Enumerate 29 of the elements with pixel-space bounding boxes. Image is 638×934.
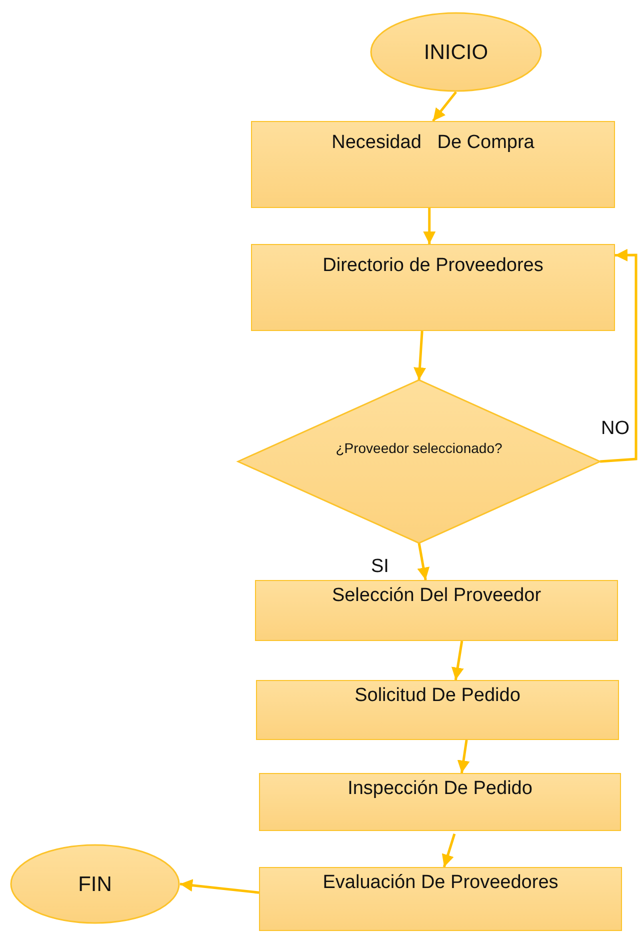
arrow [442,834,456,868]
step-label: Directorio de Proveedores [322,255,544,277]
process-box [251,244,615,331]
arrow [451,640,464,680]
process-box [256,680,619,740]
step-label: INICIO [422,41,490,65]
edge-label: NO [601,418,630,440]
step-label: Evaluación De Proveedores [322,872,560,894]
step-label: Inspección De Pedido [346,778,534,800]
step-label: Selección Del Proveedor [330,585,542,607]
process-box [259,773,621,831]
step-label: FIN [77,873,113,897]
question-text: ¿Proveedor seleccionado? [334,438,504,458]
arrow [457,740,470,774]
terminal-oval [10,844,180,924]
process-box [259,867,622,931]
process-box [255,580,618,641]
arrow [600,248,638,463]
step-label: Necesidad De Compra [330,132,536,154]
step-label: Solicitud De Pedido [354,685,522,707]
terminal-oval [370,12,542,92]
process-box [251,121,615,208]
decision-diamond [238,380,600,543]
arrow [180,879,260,894]
arrow [417,542,430,580]
arrow [414,330,426,380]
arrow [423,208,436,244]
edge-label: SI [371,556,389,578]
arrow [432,91,457,122]
